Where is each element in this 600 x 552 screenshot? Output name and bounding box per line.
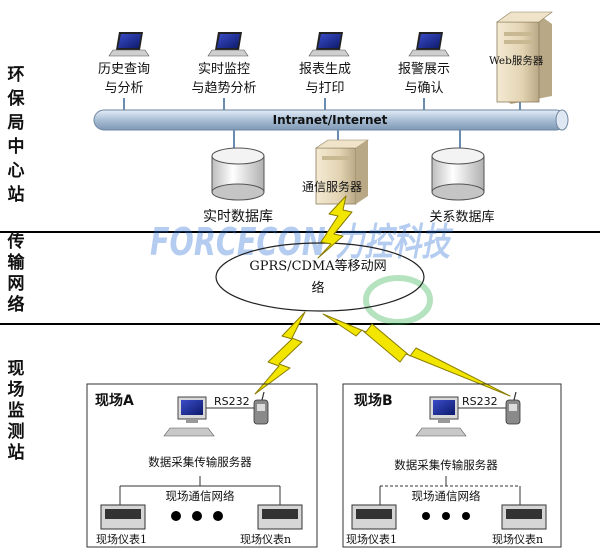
workstation-report-line1: 报表生成 [299,62,351,77]
lightning-icon-site-b [322,313,511,397]
mobile-network-cloud [215,242,425,312]
site-b-instrument-n-icon [501,504,547,530]
site-b-instrument-1-label: 现场仪表1 [346,532,397,546]
backbone-label: Intranet/Internet [273,113,388,127]
mobile-network-label-line1: GPRS/CDMA等移动网 [249,258,386,274]
site-a-instrument-1-label: 现场仪表1 [96,532,147,546]
site-b-ellipsis-dots [422,512,470,520]
site-b-box [342,383,562,548]
laptop-icon-report [308,31,350,57]
lightning-icon-site-a [254,311,306,395]
section-label-network: 传输网络 [7,231,26,315]
watermark-swoosh [363,275,433,325]
section-label-field: 现场监测站 [8,359,25,463]
workstation-alarm-line2: 与确认 [404,81,443,96]
site-b-instrument-1-icon [351,504,397,530]
realtime-database-icon [211,147,265,201]
site-a-server-label: 数据采集传输服务器 [148,455,252,469]
mobile-network-label-line2: 络 [311,280,324,296]
realtime-database-label: 实时数据库 [203,209,273,225]
site-a-instrument-n-label: 现场仪表n [240,532,291,546]
site-a-computer-icon [163,396,215,437]
laptop-icon-history [108,31,150,57]
web-server-icon [496,11,553,104]
relational-database-label: 关系数据库 [429,209,494,225]
workstation-realtime-line2: 与趋势分析 [191,80,256,96]
site-b-lan-label: 现场通信网络 [412,489,481,503]
site-a-title: 现场A [95,393,134,409]
workstation-history-line2: 与分析 [104,81,143,96]
watermark-text: FORCECON 力控科技 [150,220,454,264]
section-label-center: 环保局中心站 [7,65,26,205]
site-b-computer-icon [415,396,467,437]
laptop-icon-realtime [207,31,249,57]
site-a-ellipsis-dots [171,511,223,521]
site-a-instrument-1-icon [100,504,146,530]
comm-server-icon [315,139,369,205]
site-a-modem-icon [253,391,269,425]
workstation-report-line2: 与打印 [305,81,344,96]
comm-server-label: 通信服务器 [302,179,362,194]
web-server-label: Web服务器 [489,54,544,67]
site-a-rs232-label: RS232 [214,395,250,408]
site-a-instrument-n-icon [257,504,303,530]
site-b-modem-icon [505,391,521,425]
workstation-realtime-line1: 实时监控 [198,62,250,77]
site-a-box [86,383,318,548]
workstation-history-line1: 历史查询 [98,62,150,77]
intranet-backbone [93,109,569,131]
site-b-instrument-n-label: 现场仪表n [492,532,543,546]
laptop-icon-alarm [408,31,450,57]
site-b-rs232-label: RS232 [462,395,498,408]
site-a-lan-label: 现场通信网络 [166,489,235,503]
workstation-alarm-line1: 报警展示 [398,61,450,77]
lightning-icon-center [317,195,353,259]
relational-database-icon [431,147,485,201]
site-b-title: 现场B [354,393,393,409]
site-b-server-label: 数据采集传输服务器 [394,458,498,472]
